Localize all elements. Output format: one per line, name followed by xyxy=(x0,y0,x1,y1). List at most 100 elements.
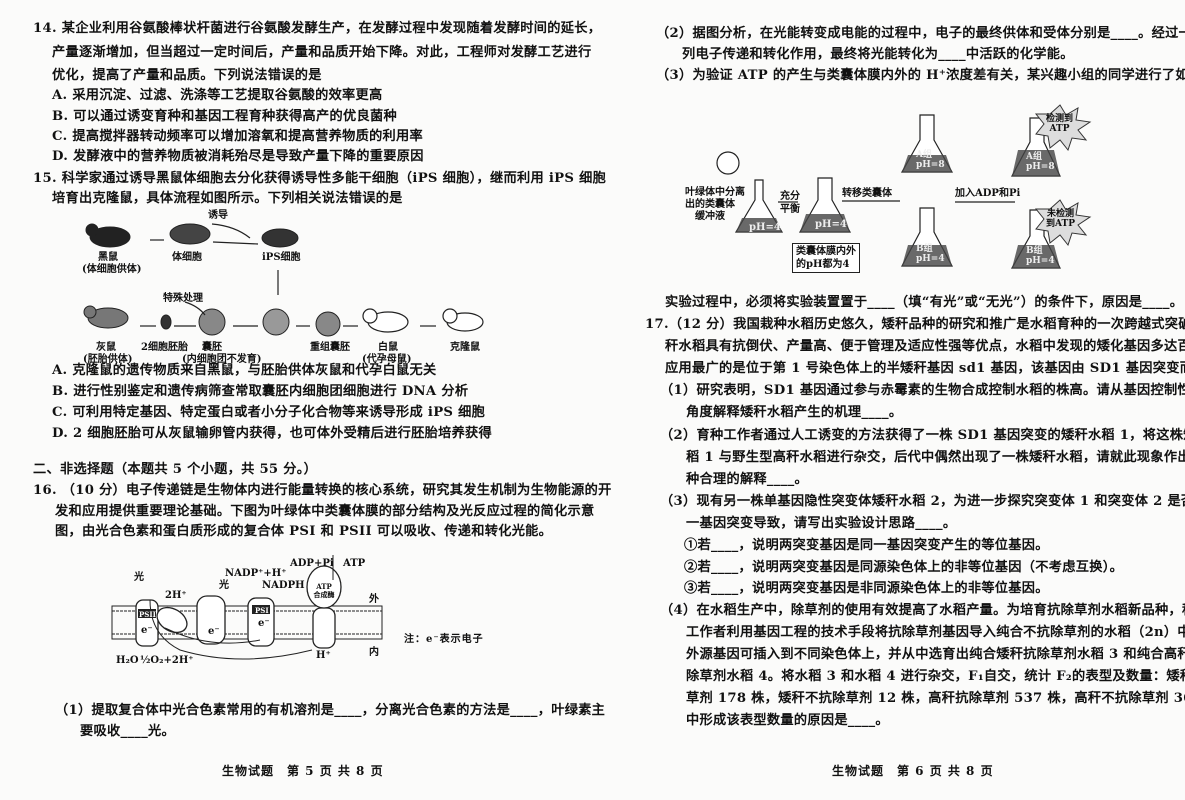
q16-part3: （3）为验证 ATP 的产生与类囊体膜内外的 H⁺浓度差有关，某兴趣小组的同学进… xyxy=(656,68,1185,83)
q16-part1: 要吸收____光。 xyxy=(80,724,176,739)
light-label: 光 xyxy=(134,572,144,583)
oxygen-label: ½O₂+2H⁺ xyxy=(140,655,194,666)
q16-stem: 16. （10 分）电子传递链是生物体内进行能量转换的核心系统，研究其发生机制为… xyxy=(33,483,612,498)
nadph-label: NADPH xyxy=(262,580,305,591)
burst-line: ATP xyxy=(1049,124,1070,134)
equilibrate-label: 充分平衡 xyxy=(780,190,800,216)
q15-option-b: B. 进行性别鉴定和遗传病筛查常取囊胚内细胞团细胞进行 DNA 分析 xyxy=(52,384,469,399)
q16-part1: （1）提取复合体中光合色素常用的有机溶剂是____，分离光合色素的方法是____… xyxy=(55,703,606,718)
source-line: 叶绿体中分离 xyxy=(685,187,745,198)
q14-option-a: A. 采用沉淀、过滤、洗涤等工艺提取谷氨酸的效率更高 xyxy=(52,88,383,103)
burst-line: 检测到 xyxy=(1046,114,1074,124)
ph-label: pH=4 xyxy=(749,222,781,233)
blastocyst-icon xyxy=(198,308,226,336)
q17-part4: （4）在水稻生产中，除草剂的使用有效提高了水稻产量。为培育抗除草剂水稻新品种，科… xyxy=(660,603,1185,618)
box-line: 类囊体膜内外 xyxy=(796,246,856,257)
group-line: pH=8 xyxy=(1026,162,1055,172)
not-detected-label: 未检测到ATP xyxy=(1046,209,1075,229)
box-line: 的pH都为4 xyxy=(796,259,850,270)
q17-part3: 一基因突变导致，请写出实验设计思路____。 xyxy=(686,516,957,531)
white-mouse-label: 白鼠 xyxy=(378,342,398,353)
q14-option-c: C. 提高搅拌器转动频率可以增加溶氧和提高营养物质的利用率 xyxy=(52,129,424,144)
q17-part3: （3）现有另一株单基因隐性突变体矮秆水稻 2，为进一步探究突变体 1 和突变体 … xyxy=(660,494,1185,509)
q17-part4: 工作者利用基因工程的技术手段将抗除草剂基因导入纯合不抗除草剂的水稻（2n）中， xyxy=(686,625,1185,640)
black-mouse-label: 黑鼠 xyxy=(98,252,118,263)
atp-synthase-base xyxy=(312,607,336,649)
blastocyst-label: 囊胚 xyxy=(202,342,222,353)
h-ion-label: H⁺ xyxy=(316,650,331,661)
q15-stem: 培育出克隆鼠，具体流程如图所示。下列相关说法错误的是 xyxy=(52,191,403,206)
psii-complex xyxy=(135,599,159,647)
page-footer: 生物试题 第 6 页 共 8 页 xyxy=(832,764,994,778)
q14-option-b: B. 可以通过诱变育种和基因工程育种获得高产的优良菌种 xyxy=(52,109,397,124)
gray-mouse-note: (胚胎供体) xyxy=(83,354,133,365)
psii-label: PSII xyxy=(139,610,156,619)
ips-diagram-drawing xyxy=(83,223,484,337)
dish-icon xyxy=(261,228,299,248)
q17-part2: （2）育种工作者通过人工诱变的方法获得了一株 SD1 基因突变的矮秆水稻 1，将… xyxy=(660,428,1185,443)
q17-stem: 17.（12 分）我国栽种水稻历史悠久，矮秆品种的研究和推广是水稻育种的一次跨越… xyxy=(645,317,1185,332)
burst-icon xyxy=(1034,199,1092,247)
group-line: B组 xyxy=(916,244,933,254)
q17-part3-case3: ③若____，说明两突变基因是非同源染色体上的非等位基因。 xyxy=(684,581,1049,596)
cytochrome-complex xyxy=(196,595,226,645)
q16-part3-question: 实验过程中，必须将实验装置置于____（填“有光”或“无光”）的条件下，原因是_… xyxy=(665,295,1184,310)
burst-icon xyxy=(1034,104,1092,152)
gray-mouse-label: 灰鼠 xyxy=(96,342,116,353)
blastocyst-note: (内细胞团不发育) xyxy=(182,354,262,365)
q14-stem: 优化，提高了产量和品质。下列说法错误的是 xyxy=(52,68,322,83)
q15-stem: 15. 科学家通过诱导黑鼠体细胞去分化获得诱导性多能干细胞（iPS 细胞），继而… xyxy=(33,171,607,186)
electron-label: e⁻ xyxy=(141,625,153,636)
q17-stem: 应用最广的是位于第 1 号染色体上的半矮秆基因 sd1 基因，该基因由 SD1 … xyxy=(665,361,1185,376)
source-line: 出的类囊体 xyxy=(685,199,735,210)
electron-label: e⁻ xyxy=(208,626,220,637)
equilibrate-line: 充分 xyxy=(780,191,800,202)
group-line: pH=4 xyxy=(916,254,945,264)
psi-label: PSI xyxy=(255,606,269,615)
source-line: 缓冲液 xyxy=(695,211,725,222)
white-mouse-note: (代孕母鼠) xyxy=(362,354,412,365)
q15-option-d: D. 2 细胞胚胎可从灰鼠输卵管内获得，也可体外受精后进行胚胎培养获得 xyxy=(52,426,493,441)
burst-line: 到ATP xyxy=(1046,219,1075,229)
group-line: A组 xyxy=(1026,152,1042,162)
dish-icon xyxy=(169,223,211,245)
q15-option-a: A. 克隆鼠的遗传物质来自黑鼠，与胚胎供体灰鼠和代孕白鼠无关 xyxy=(52,363,437,378)
somatic-cell-label: 体细胞 xyxy=(172,252,202,263)
q17-part4: 中形成该表型数量的原因是____。 xyxy=(686,713,889,728)
q17-part1: （1）研究表明，SD1 基因通过参与赤霉素的生物合成控制水稻的株高。请从基因控制… xyxy=(660,383,1185,398)
separatory-funnel-icon xyxy=(716,151,740,175)
ph-note-box: 类囊体膜内外的pH都为4 xyxy=(792,243,860,273)
add-adp-label: 加入ADP和Pi xyxy=(955,188,1021,199)
black-mouse-icon xyxy=(89,226,131,248)
flask-drawing xyxy=(716,104,1092,269)
electron-note: 注：e⁻表示电子 xyxy=(404,634,484,645)
q17-part3-case2: ②若____，说明两突变基因是同源染色体上的非等位基因（不考虑互换）。 xyxy=(684,560,1124,575)
black-mouse-note: (体细胞供体) xyxy=(82,264,142,275)
plastoquinone xyxy=(156,606,188,634)
q16-stem: 图，由光合色素和蛋白质形成的复合体 PSI 和 PSII 可以吸收、传递和转化光… xyxy=(55,524,553,539)
q17-stem: 秆水稻具有抗倒伏、产量高、便于管理及适应性强等优点，水稻中发现的矮化基因多达百个… xyxy=(665,339,1185,354)
membrane-drawing xyxy=(111,555,383,660)
q15-option-c: C. 可利用特定基因、特定蛋白或者小分子化合物等来诱导形成 iPS 细胞 xyxy=(52,405,486,420)
adp-label: ADP+Pi xyxy=(290,558,334,569)
group-line: pH=4 xyxy=(1026,256,1055,266)
h-ion-label: 2H⁺ xyxy=(165,590,187,601)
recombined-blastocyst-icon xyxy=(315,311,341,337)
special-treatment-label: 特殊处理 xyxy=(163,293,203,304)
nadp-label: NADP⁺+H⁺ xyxy=(225,568,287,579)
burst-line: 未检测 xyxy=(1046,209,1074,219)
q16-part2: （2）据图分析，在光能转变成电能的过程中，电子的最终供体和受体分别是____。经… xyxy=(656,26,1185,41)
q17-part4: 草剂 178 株，矮秆不抗除草剂 12 株，高秆抗除草剂 537 株，高秆不抗除… xyxy=(686,691,1185,706)
embryo-icon xyxy=(160,314,172,330)
light-label: 光 xyxy=(219,580,229,591)
electron-label: e⁻ xyxy=(258,618,270,629)
q17-part2: 稻 1 与野生型高秆水稻进行杂交，后代中偶然出现了一株矮秆水稻，请就此现象作出两 xyxy=(686,450,1185,465)
transfer-label: 转移类囊体 xyxy=(842,188,892,199)
q14-option-d: D. 发酵液中的营养物质被消耗殆尽是导致产量下降的重要原因 xyxy=(52,149,424,164)
group-line: pH=8 xyxy=(916,160,945,170)
recombined-label: 重组囊胚 xyxy=(310,342,350,353)
